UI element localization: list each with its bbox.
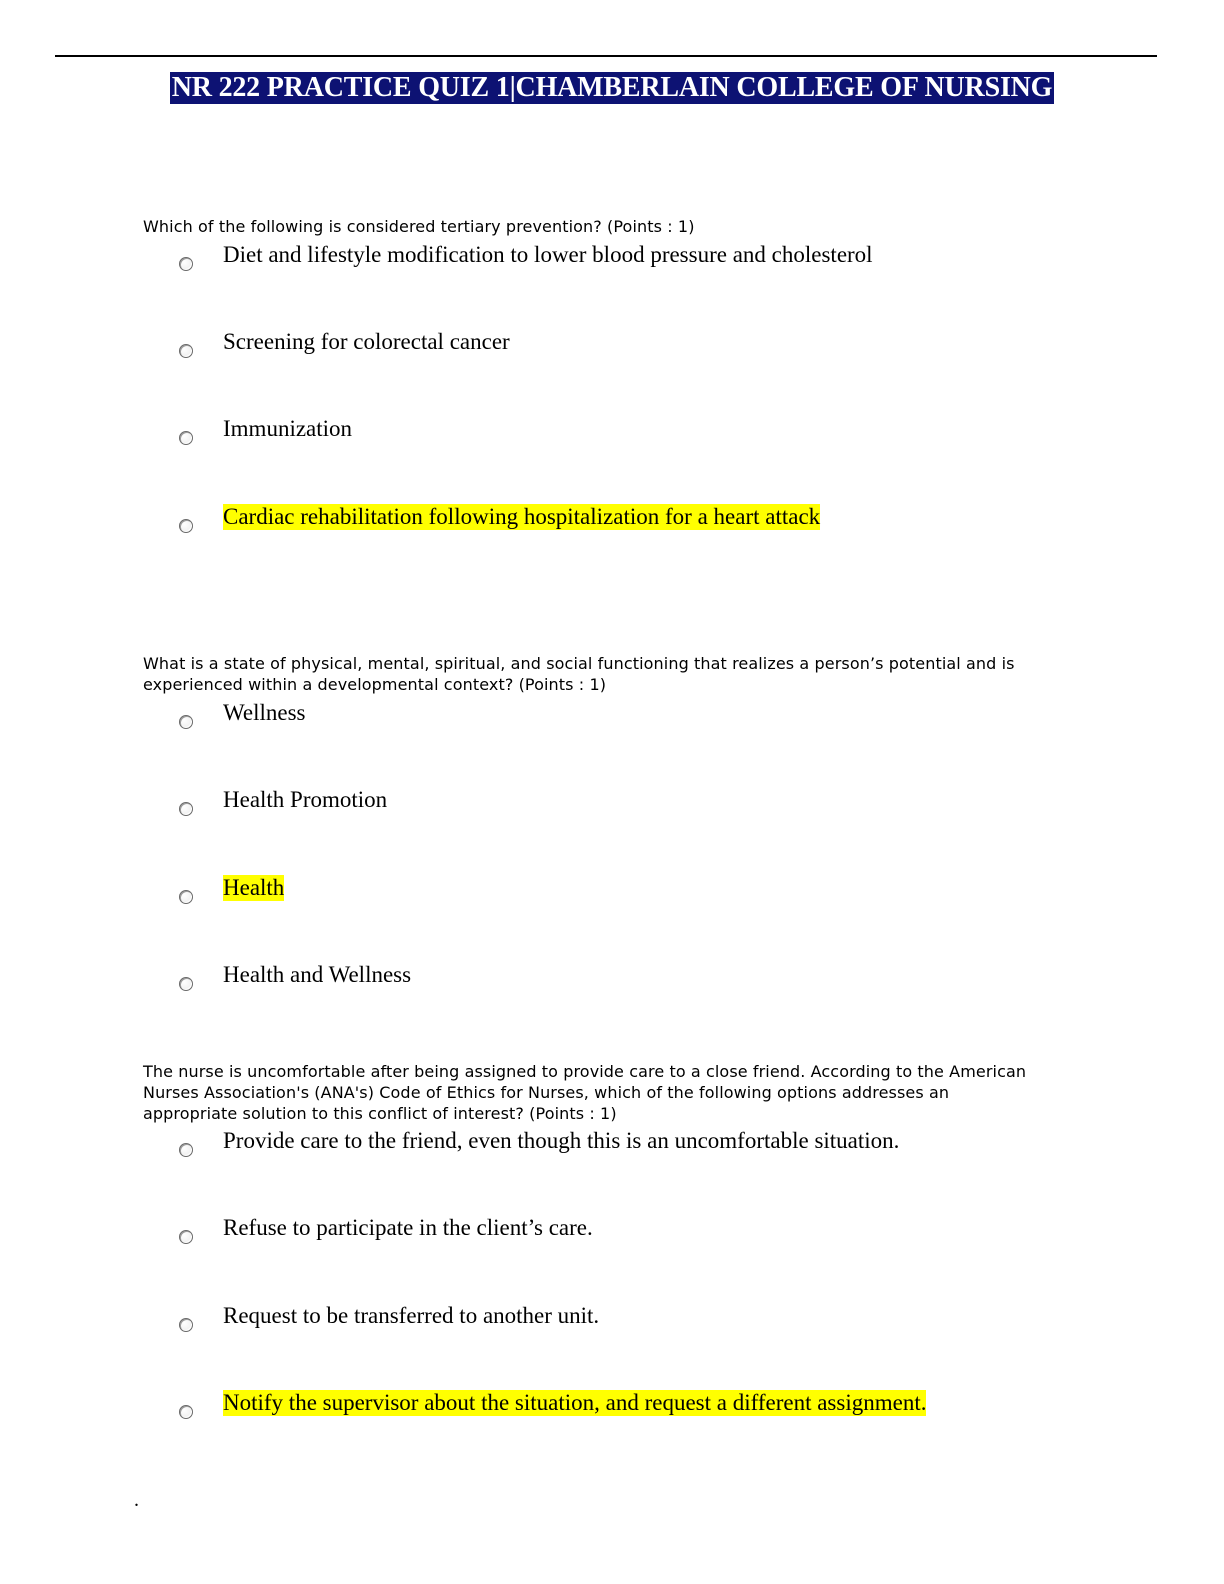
- radio-button-icon[interactable]: [179, 1143, 193, 1157]
- question-3-text: The nurse is uncomfortable after being a…: [143, 1062, 1027, 1123]
- radio-button-icon[interactable]: [179, 1230, 193, 1244]
- title-container: NR 222 PRACTICE QUIZ 1|CHAMBERLAIN COLLE…: [0, 72, 1224, 104]
- radio-button-icon[interactable]: [179, 890, 193, 904]
- question-2-option-3[interactable]: Health: [0, 875, 1224, 955]
- radio-button-icon[interactable]: [179, 1405, 193, 1419]
- option-label: Provide care to the friend, even though …: [223, 1128, 900, 1153]
- footer-mark: .: [134, 1489, 139, 1511]
- question-1-text: Which of the following is considered ter…: [143, 217, 695, 236]
- option-label: Request to be transferred to another uni…: [223, 1303, 600, 1328]
- question-2-option-4[interactable]: Health and Wellness: [0, 962, 1224, 1042]
- option-label: Refuse to participate in the client’s ca…: [223, 1215, 593, 1240]
- question-2-option-1[interactable]: Wellness: [0, 700, 1224, 780]
- option-label: Wellness: [223, 700, 306, 725]
- radio-button-icon[interactable]: [179, 977, 193, 991]
- radio-button-icon[interactable]: [179, 257, 193, 271]
- radio-button-icon[interactable]: [179, 519, 193, 533]
- radio-button-icon[interactable]: [179, 802, 193, 816]
- radio-button-icon[interactable]: [179, 431, 193, 445]
- page-title: NR 222 PRACTICE QUIZ 1|CHAMBERLAIN COLLE…: [169, 72, 1055, 104]
- radio-button-icon[interactable]: [179, 1318, 193, 1332]
- question-3-option-2[interactable]: Refuse to participate in the client’s ca…: [0, 1215, 1224, 1295]
- question-2-text: What is a state of physical, mental, spi…: [143, 654, 1015, 694]
- radio-button-icon[interactable]: [179, 344, 193, 358]
- option-label: Health Promotion: [223, 787, 388, 812]
- option-label: Screening for colorectal cancer: [223, 329, 510, 354]
- question-1-option-1[interactable]: Diet and lifestyle modification to lower…: [0, 242, 1224, 322]
- question-3-option-1[interactable]: Provide care to the friend, even though …: [0, 1128, 1224, 1208]
- question-1-option-4[interactable]: Cardiac rehabilitation following hospita…: [0, 504, 1224, 584]
- option-label: Immunization: [223, 416, 353, 441]
- option-label-highlighted: Notify the supervisor about the situatio…: [223, 1390, 927, 1416]
- question-1-option-3[interactable]: Immunization: [0, 416, 1224, 496]
- option-label: Health and Wellness: [223, 962, 412, 987]
- question-1-option-2[interactable]: Screening for colorectal cancer: [0, 329, 1224, 409]
- question-3-option-3[interactable]: Request to be transferred to another uni…: [0, 1303, 1224, 1383]
- option-label: Diet and lifestyle modification to lower…: [223, 242, 873, 267]
- top-rule: [55, 55, 1157, 57]
- question-2-option-2[interactable]: Health Promotion: [0, 787, 1224, 867]
- question-3-option-4[interactable]: Notify the supervisor about the situatio…: [0, 1390, 1224, 1470]
- option-label-highlighted: Cardiac rehabilitation following hospita…: [223, 504, 821, 530]
- radio-button-icon[interactable]: [179, 715, 193, 729]
- option-label-highlighted: Health: [223, 875, 285, 901]
